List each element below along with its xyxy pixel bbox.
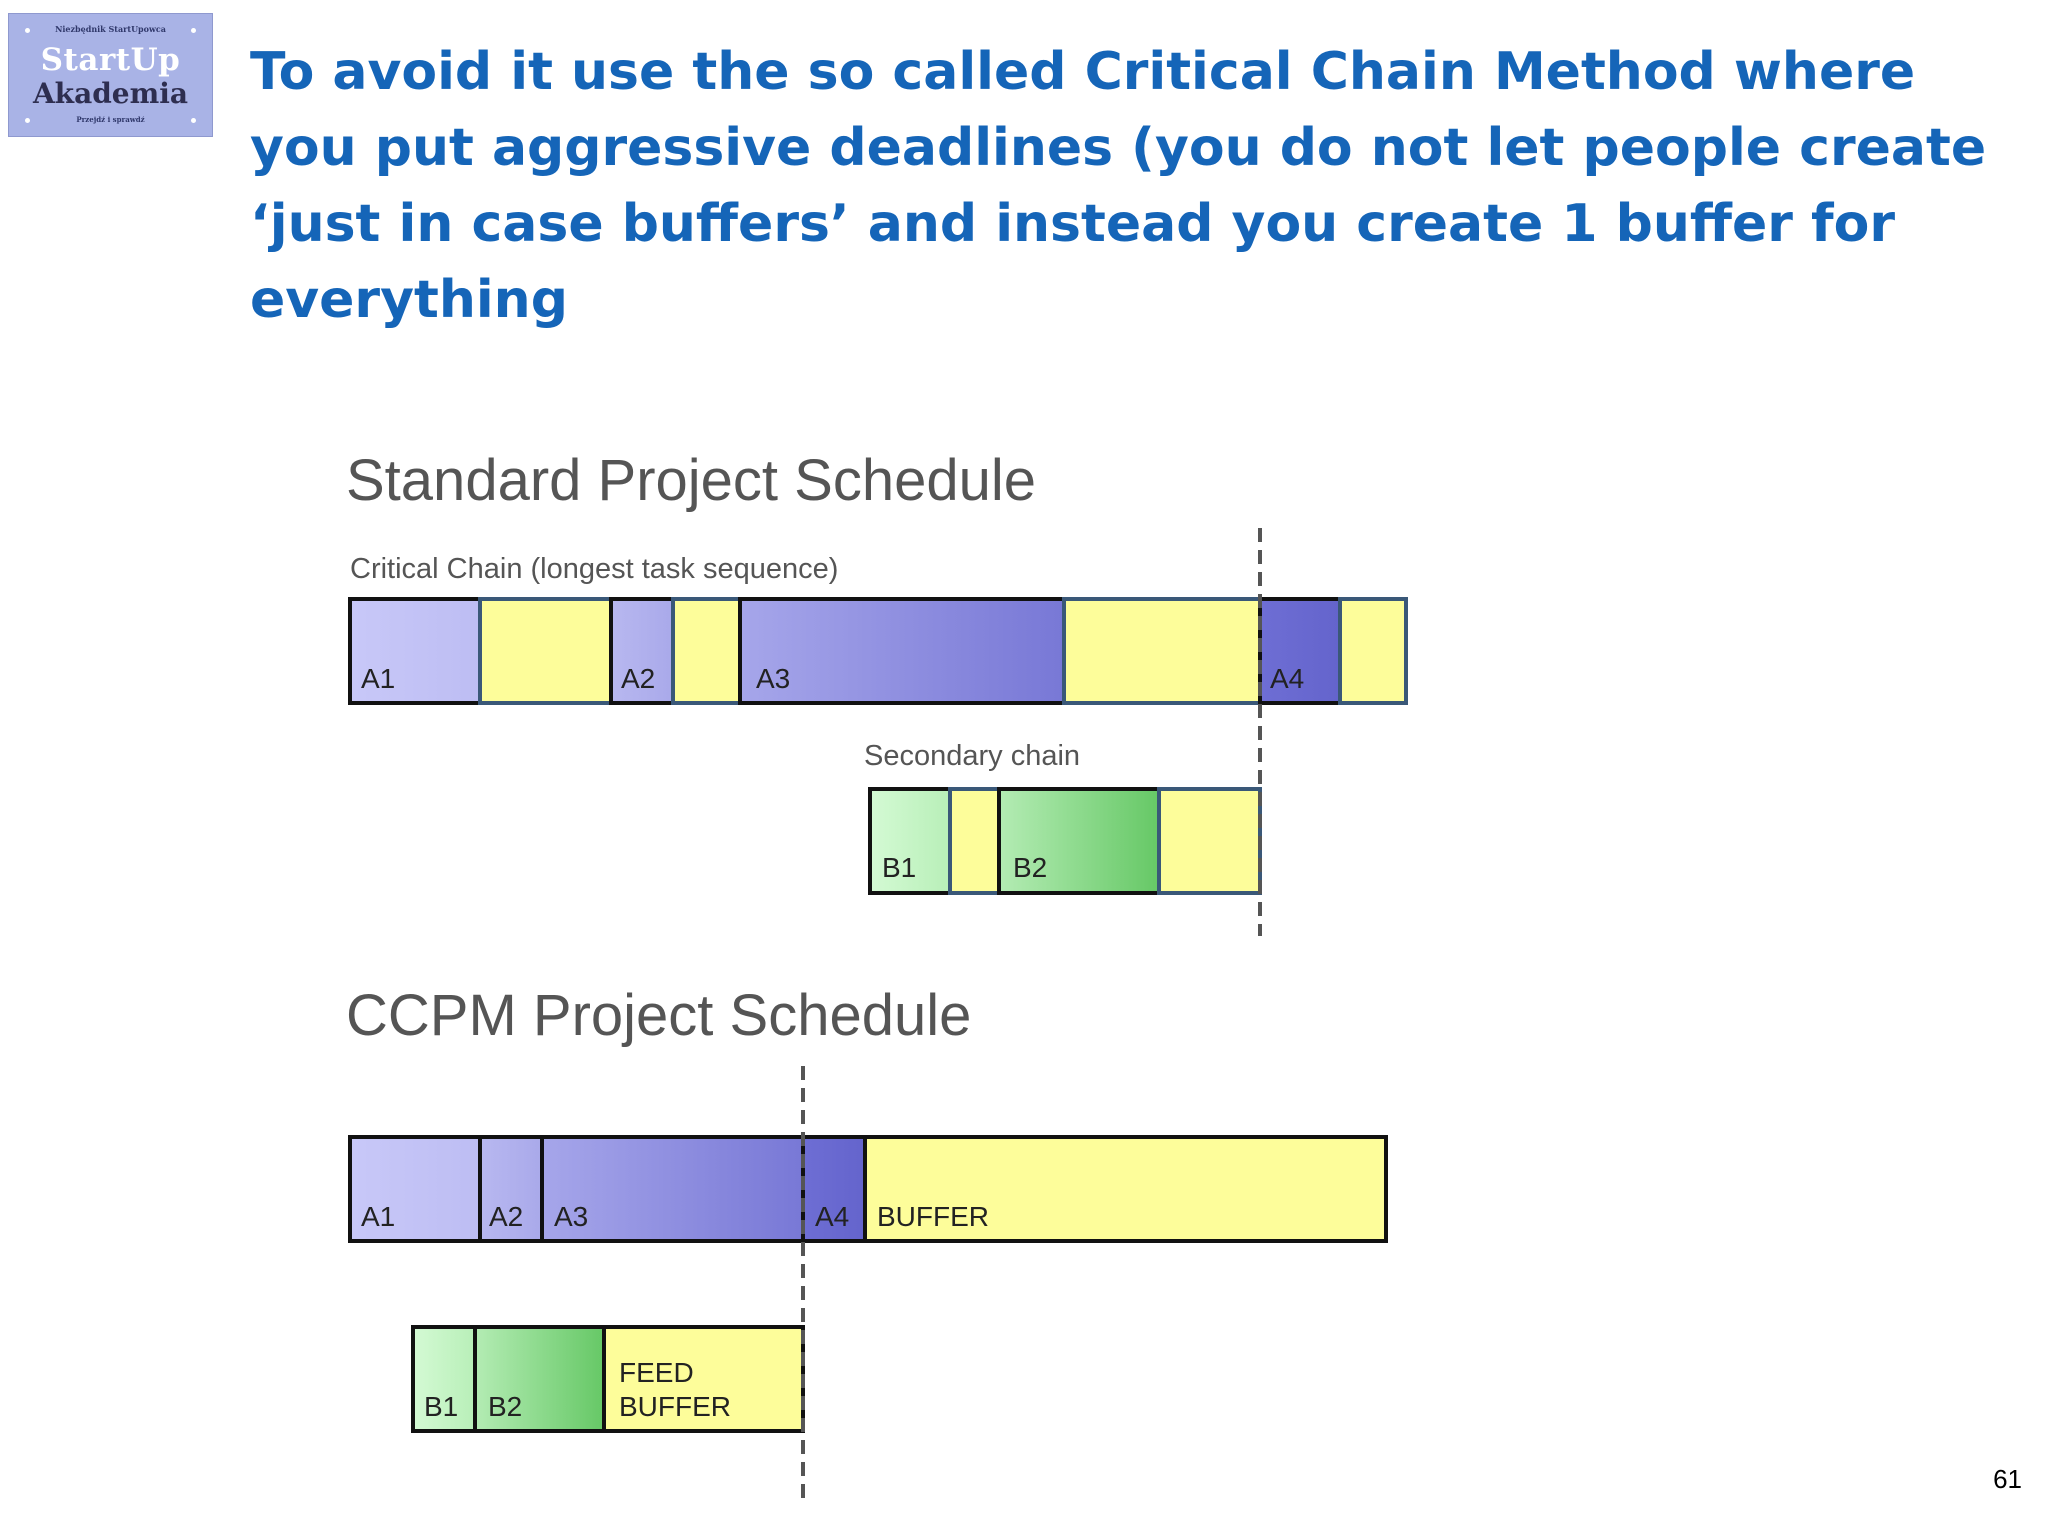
feed-buffer-label-line2: BUFFER <box>619 1391 731 1422</box>
task-a2-label: A2 <box>621 663 655 694</box>
feed-buffer-bar <box>602 1325 805 1433</box>
ccpm-secondary-chain: B1 B2 FEED BUFFER <box>411 1325 805 1433</box>
task-a2-label: A2 <box>489 1201 523 1232</box>
task-a1-label: A1 <box>361 1201 395 1232</box>
project-buffer-label: BUFFER <box>877 1201 989 1232</box>
standard-secondary-chain: B1 B2 <box>868 787 1262 895</box>
logo-line1: StartUp <box>40 42 181 78</box>
safety-buffer-bar <box>948 787 1001 895</box>
logo-bottom-text: Przejdź i sprawdź <box>76 115 145 124</box>
safety-buffer-bar <box>1157 787 1262 895</box>
standard-critical-chain: A1 A2 A3 A4 <box>348 597 1408 705</box>
task-b2-label: B2 <box>488 1391 522 1422</box>
safety-buffer-bar <box>671 597 742 705</box>
task-a2-bar <box>609 597 675 705</box>
feed-buffer-label-line1: FEED <box>619 1357 694 1388</box>
task-a3-label: A3 <box>554 1201 588 1232</box>
safety-buffer-bar <box>1062 597 1262 705</box>
safety-buffer-bar <box>478 597 613 705</box>
logo-dot-icon <box>25 118 30 123</box>
startup-akademia-logo: Niezbędnik StartUpowca StartUp Akademia … <box>8 13 213 137</box>
standard-schedule-title: Standard Project Schedule <box>346 448 1036 513</box>
task-a1-bar <box>348 597 482 705</box>
task-b2-label: B2 <box>1013 852 1047 883</box>
task-b1-bar <box>411 1325 477 1433</box>
task-a3-bar <box>540 1135 805 1243</box>
task-b1-label: B1 <box>882 852 916 883</box>
project-buffer-bar <box>863 1135 1388 1243</box>
logo-dot-icon <box>191 28 196 33</box>
critical-chain-label: Critical Chain (longest task sequence) <box>350 553 838 585</box>
ccpm-schedule-title: CCPM Project Schedule <box>346 983 971 1048</box>
safety-buffer-bar <box>1338 597 1408 705</box>
task-b1-label: B1 <box>424 1391 458 1422</box>
secondary-chain-label: Secondary chain <box>864 740 1080 772</box>
page-number: 61 <box>1993 1464 2022 1494</box>
task-a1-bar <box>348 1135 482 1243</box>
logo-top-text: Niezbędnik StartUpowca <box>55 24 166 34</box>
task-a4-label: A4 <box>1270 663 1304 694</box>
logo-dot-icon <box>25 28 30 33</box>
slide-headline: To avoid it use the so called Critical C… <box>250 42 1987 330</box>
logo-dot-icon <box>191 118 196 123</box>
logo-line2: Akademia <box>32 77 189 110</box>
task-a4-bar <box>801 1135 867 1243</box>
task-a4-label: A4 <box>815 1201 849 1232</box>
task-a2-bar <box>478 1135 544 1243</box>
task-a3-label: A3 <box>756 663 790 694</box>
task-a1-label: A1 <box>361 663 395 694</box>
ccpm-critical-chain: A1 A2 A3 A4 BUFFER <box>348 1135 1388 1243</box>
task-b2-bar <box>473 1325 606 1433</box>
